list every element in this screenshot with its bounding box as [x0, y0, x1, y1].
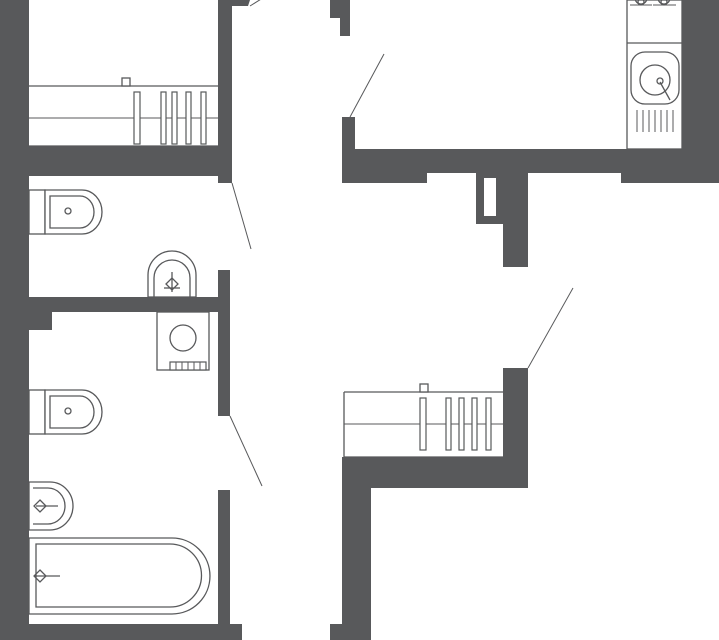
wall-bath1-notch — [29, 312, 52, 330]
wall-bottom-stub — [330, 624, 350, 640]
room1-fixtures — [29, 77, 218, 147]
wall-top-notch — [232, 0, 250, 6]
lower-room-fixtures — [343, 383, 503, 458]
door-swing-icon — [229, 415, 263, 487]
washing-machine-icon — [156, 311, 210, 371]
wall-top-stub-2 — [340, 0, 350, 36]
sink-icon — [28, 481, 74, 531]
wall-bottom-strip — [29, 624, 242, 640]
wall-kitchen-bottom-ext-right — [621, 173, 719, 183]
wall-lower-room-top — [342, 457, 528, 488]
wall-left-exterior — [0, 0, 29, 640]
door-swing-icon — [349, 53, 385, 118]
window-handle — [121, 77, 131, 87]
wall-bath1-bottom — [29, 297, 230, 312]
wall-kitchen-bottom-ext-left — [342, 173, 427, 183]
wall-lower-room-left — [342, 457, 371, 640]
wall-central-pillar — [503, 173, 528, 267]
wall-duct — [476, 173, 503, 224]
door-swing-icon — [249, 0, 261, 7]
window-handle — [419, 383, 429, 393]
kitchen-sink-icon — [630, 51, 680, 132]
bathroom2-fixtures — [28, 311, 211, 615]
sink-icon — [147, 250, 197, 298]
toilet-icon — [28, 389, 103, 435]
bathroom1-fixtures — [28, 189, 197, 298]
wall-bath2-partition — [218, 490, 230, 640]
radiator-icon — [133, 91, 207, 145]
door-swing-icon — [527, 287, 574, 369]
wall-upper-left-partition — [218, 0, 232, 183]
wall-bath-partition — [218, 270, 230, 416]
door-swings — [229, 0, 574, 487]
toilet-icon — [28, 189, 103, 235]
radiator-icon — [419, 397, 492, 451]
stove-icon — [630, 0, 676, 6]
wall-kitchen-bottom — [342, 149, 719, 173]
door-swing-icon — [231, 182, 252, 250]
wall-kitchen-right-exterior — [682, 0, 719, 149]
kitchen-fixtures — [626, 0, 719, 150]
bathtub-icon — [28, 537, 211, 615]
wall-room1-bottom — [29, 146, 232, 176]
